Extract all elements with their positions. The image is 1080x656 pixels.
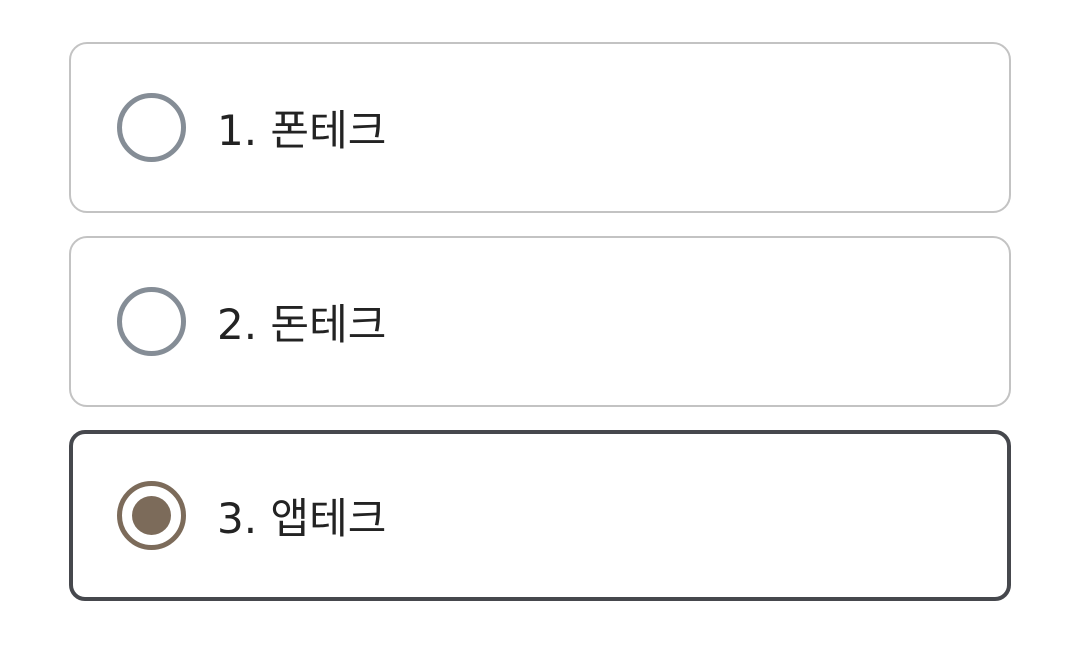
option-3[interactable]: 3. 앱테크 [69,430,1011,601]
option-1[interactable]: 1. 폰테크 [69,42,1011,213]
answer-options-group: 1. 폰테크 2. 돈테크 3. 앱테크 [69,42,1011,601]
option-2[interactable]: 2. 돈테크 [69,236,1011,407]
radio-selected-icon[interactable] [117,481,186,550]
option-label: 1. 폰테크 [217,106,387,155]
radio-dot [132,496,171,535]
radio-unselected-icon[interactable] [117,287,186,356]
radio-unselected-icon[interactable] [117,93,186,162]
option-label: 2. 돈테크 [217,300,387,349]
option-label: 3. 앱테크 [217,494,387,543]
